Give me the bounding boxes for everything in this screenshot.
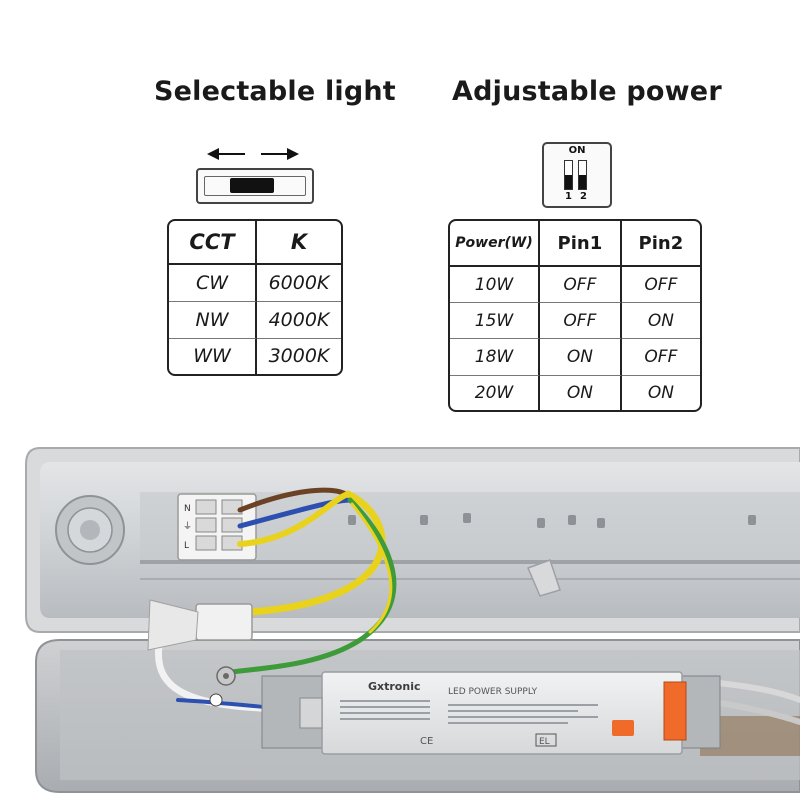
cct-table: CCT K CW 6000K NW 4000K WW 3000K (167, 219, 343, 376)
pin1-cell: OFF (540, 267, 622, 304)
terminal-block: N ⏚ L (177, 493, 257, 561)
driver-title: LED POWER SUPPLY (448, 687, 538, 697)
pin1-header: Pin1 (540, 221, 622, 267)
pin2-cell: ON (621, 303, 700, 340)
cct-cell: WW (169, 338, 257, 374)
table-row: CW 6000K (169, 265, 341, 302)
input-connector (147, 599, 253, 651)
pin2-cell: OFF (621, 339, 700, 376)
pin1-cell: ON (540, 339, 622, 376)
pin1-cell: OFF (540, 303, 622, 340)
terminal-label-n: N (184, 504, 191, 514)
upper-housing (25, 447, 800, 633)
adjustable-power-heading: Adjustable power (452, 76, 722, 107)
cct-cell: NW (169, 301, 257, 339)
power-cell: 18W (450, 339, 540, 376)
table-header-row: Power(W) Pin1 Pin2 (450, 221, 700, 267)
driver-ce-mark: CE (420, 736, 433, 747)
power-dip-switch: ON 1 2 (542, 142, 612, 208)
dip-on-label: ON (568, 145, 586, 156)
power-cell: 15W (450, 303, 540, 340)
table-row: WW 3000K (169, 338, 341, 374)
earth-screw (209, 666, 236, 707)
power-table: Power(W) Pin1 Pin2 10W OFF OFF 15W OFF O… (448, 219, 702, 412)
driver-dip-switch (612, 720, 634, 736)
dip-pin-2 (578, 160, 587, 190)
power-cell: 20W (450, 375, 540, 410)
table-row: 10W OFF OFF (450, 267, 700, 304)
table-row: 18W ON OFF (450, 339, 700, 376)
pin1-cell: ON (540, 375, 622, 410)
dip-pin-1 (564, 160, 573, 190)
pin2-header: Pin2 (621, 221, 700, 267)
selectable-light-heading: Selectable light (154, 76, 396, 107)
dip-pin-2-label: 2 (580, 191, 587, 202)
kelvin-cell: 6000K (257, 265, 341, 302)
driver-brand: Gxtronic (368, 680, 421, 693)
cct-header: CCT (169, 221, 257, 265)
wiring (155, 487, 800, 725)
terminal-label-earth: ⏚ (183, 521, 192, 532)
table-row: 15W OFF ON (450, 303, 700, 340)
double-arrow-icon (207, 148, 299, 160)
pin2-cell: OFF (621, 267, 700, 304)
fixture-wiring-photo: N ⏚ L Gxtronic LED POWER SUPPLY (25, 447, 800, 793)
table-row: 20W ON ON (450, 375, 700, 410)
led-driver: Gxtronic LED POWER SUPPLY CE EL (261, 671, 721, 755)
power-cell: 10W (450, 267, 540, 304)
cct-cell: CW (169, 265, 257, 302)
slide-switch-knob (230, 178, 274, 193)
cct-slide-switch (196, 168, 314, 204)
terminal-label-l: L (184, 541, 189, 551)
kelvin-cell: 4000K (257, 302, 341, 339)
kelvin-header: K (257, 221, 341, 265)
power-header: Power(W) (450, 221, 540, 267)
kelvin-cell: 3000K (268, 345, 330, 368)
dip-pin-1-label: 1 (565, 191, 572, 202)
driver-el-mark: EL (539, 737, 550, 747)
table-header-row: CCT K (169, 221, 341, 265)
table-row: NW 4000K (169, 301, 341, 339)
pin2-cell: ON (647, 382, 674, 403)
